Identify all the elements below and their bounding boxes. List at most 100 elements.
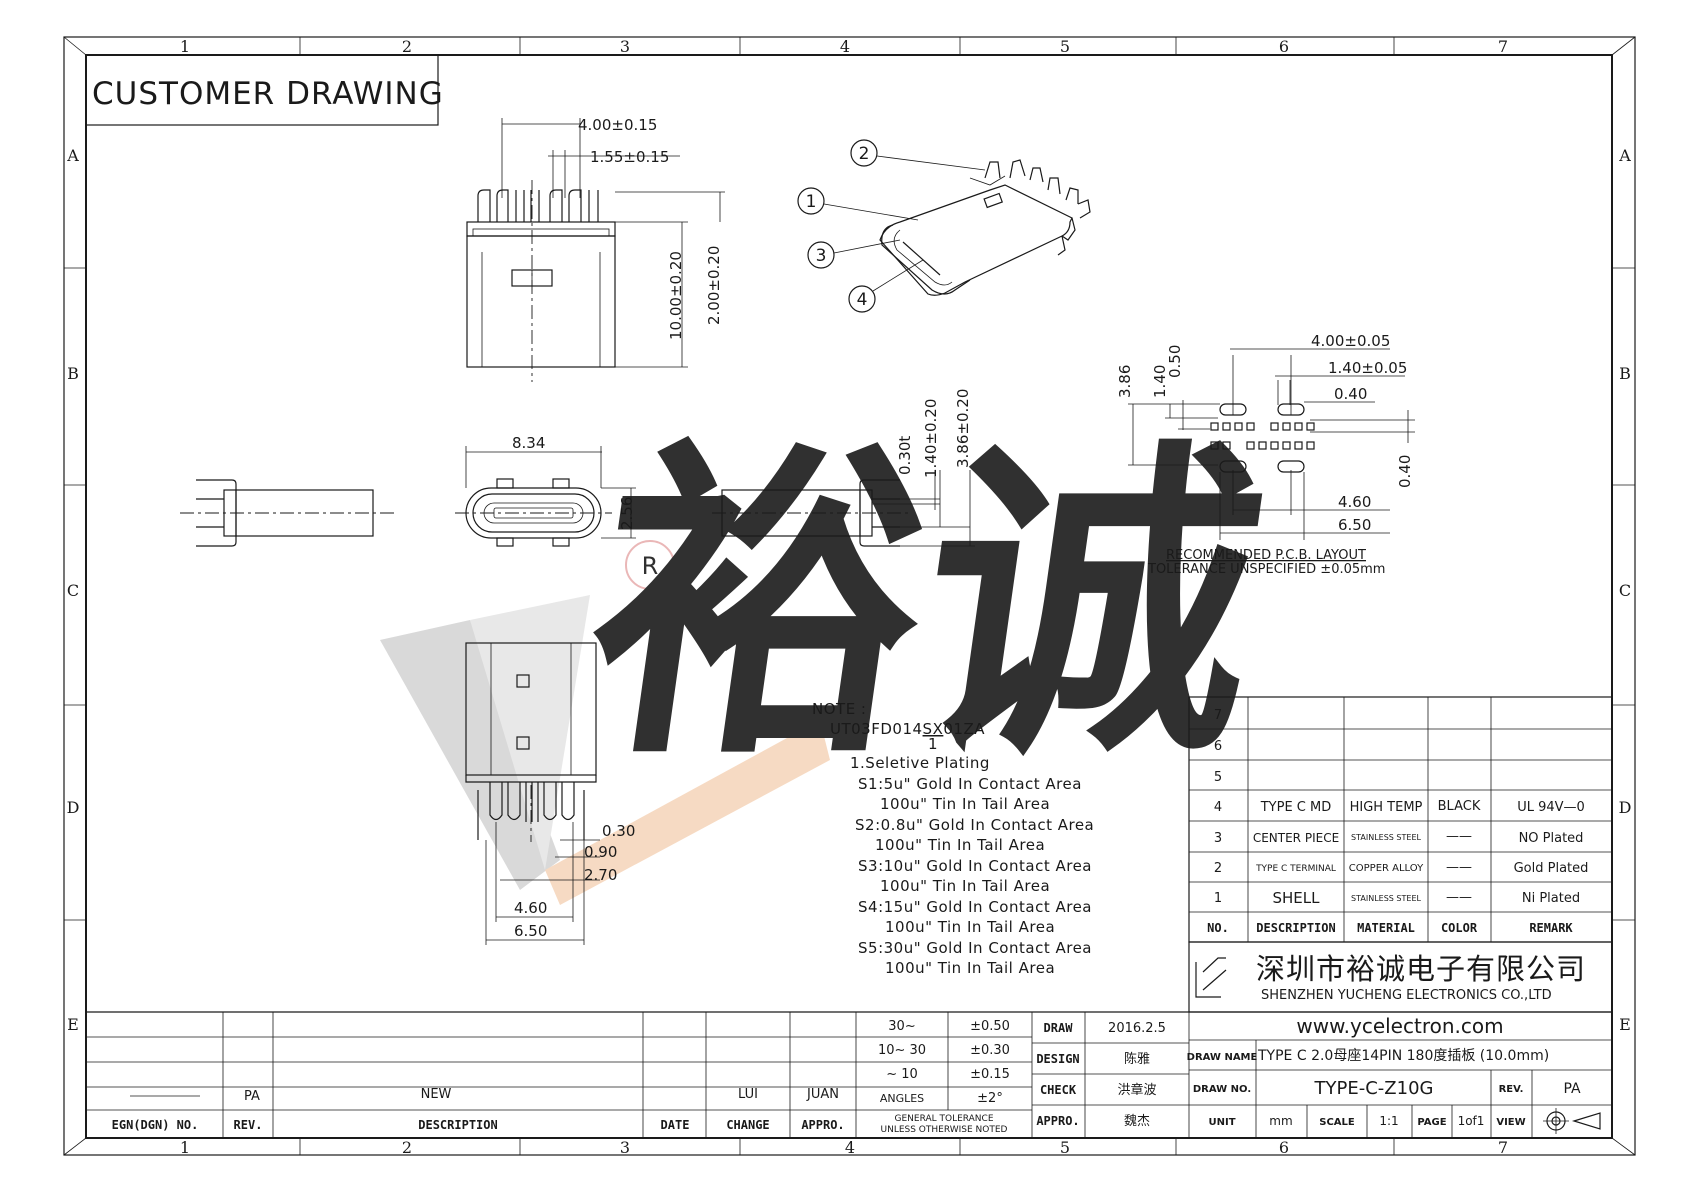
watermark-logo-orange [545,720,830,905]
zone-col-3-top: 3 [620,37,630,56]
watermark-registered-mark [625,540,675,590]
note-line-1: 1.Seletive Plating [850,754,990,772]
watermark-registered-letter: R [642,552,659,580]
zone-row-b-left: B [67,364,79,383]
rev-header-description: DESCRIPTION [418,1118,497,1132]
dim-side-140: 1.40±0.20 [922,399,940,478]
bom-row-2-no: 2 [1214,861,1222,876]
zone-row-b-right: B [1619,364,1631,383]
rev-header-rev: REV. [234,1118,263,1132]
dim-top-pitch: 1.55±0.15 [590,148,669,166]
tol-range-2: 10~ 30 [878,1043,926,1058]
bom-row-4-color: BLACK [1438,799,1481,814]
sign-draw-label: DRAW [1044,1021,1074,1035]
rev-header-change: CHANGE [726,1118,769,1132]
sign-design-value: 陈雅 [1124,1051,1150,1067]
draw-name-label: DRAW NAME [1187,1052,1258,1063]
sign-check-label: CHECK [1040,1083,1077,1097]
note-index: 1 [928,735,938,753]
frame [63,36,1636,1156]
unit-value: mm [1269,1114,1292,1128]
zone-col-3-bottom: 3 [620,1138,630,1157]
bom-row-4-desc: TYPE C MD [1260,800,1332,815]
note-line-10: S5:30u" Gold In Contact Area [858,939,1092,957]
top-view: 4.00±0.15 1.55±0.15 10.00±0.20 2.00±0.20 [466,116,725,382]
callout-3: 3 [816,246,827,266]
zone-row-c-left: C [67,581,79,600]
pcb-dim-400: 4.00±0.05 [1311,332,1390,350]
sign-appro-value: 魏杰 [1124,1114,1150,1129]
dim-bottom-460: 4.60 [514,899,547,917]
bom-row-3-mat: STAINLESS STEEL [1351,833,1421,842]
isometric-view: 2 1 3 4 [797,139,1091,313]
zone-col-2-top: 2 [402,37,412,56]
zone-row-c-right: C [1619,581,1631,600]
pcb-dim-050: 0.50 [1166,345,1184,378]
note-part-mid: SX [923,720,944,738]
callout-4: 4 [857,290,868,310]
sign-appro-label: APPRO. [1036,1114,1079,1128]
bom-header-no: NO. [1207,921,1229,935]
dim-bottom-090: 0.90 [584,843,617,861]
note-part-number: UT03FD014SX01ZA [830,720,985,738]
bom-row-7-no: 7 [1214,708,1222,723]
drawing-title: CUSTOMER DRAWING [92,76,444,112]
tol-range-angles: ANGLES [880,1092,924,1105]
draw-no-label: DRAW NO. [1193,1084,1251,1095]
bom-row-3-desc: CENTER PIECE [1253,831,1339,845]
watermark-logo-gray [380,620,560,890]
rev-row-rev: PA [244,1089,260,1104]
sign-draw-value: 2016.2.5 [1108,1021,1166,1036]
pcb-dim-040: 0.40 [1334,385,1367,403]
note-line-6: S3:10u" Gold In Contact Area [858,857,1092,875]
note-line-4: S2:0.8u" Gold In Contact Area [855,816,1094,834]
dim-bottom-650: 6.50 [514,922,547,940]
bom-row-1-remark: Ni Plated [1522,891,1580,906]
bom-table: 7 6 5 4 TYPE C MD HIGH TEMP BLACK UL 94V… [1188,696,1613,943]
rev-value: PA [1563,1081,1581,1097]
pcb-caption: RECOMMENDED P.C.B. LAYOUT [1166,548,1366,563]
zone-col-5-top: 5 [1060,37,1070,56]
bom-row-6-no: 6 [1214,739,1222,754]
dim-bottom-270: 2.70 [584,866,617,884]
dim-top-height: 10.00±0.20 [667,251,685,340]
bom-row-3-remark: NO Plated [1519,831,1584,846]
right-side-view: 0.30t 1.40±0.20 3.86±0.20 [712,389,975,547]
zone-row-e-left: E [67,1015,79,1034]
note-line-8: S4:15u" Gold In Contact Area [858,898,1092,916]
watermark-logo-light [470,595,590,870]
draw-name-value: TYPE C 2.0母座14PIN 180度插板 (10.0mm) [1257,1048,1549,1064]
bom-row-5-no: 5 [1214,770,1222,785]
dim-front-width: 8.34 [512,434,545,452]
zone-col-2-bottom: 2 [402,1138,412,1157]
rev-row-description: NEW [421,1087,452,1102]
bom-row-2-desc: TYPE C TERMINAL [1255,864,1336,874]
rev-header-egn: EGN(DGN) NO. [112,1118,199,1132]
watermark: R 裕诚 [380,415,1282,905]
bom-row-3-color: —— [1446,829,1472,844]
scale-value: 1:1 [1379,1114,1398,1128]
company-name-cn: 深圳市裕诚电子有限公司 [1256,952,1586,986]
pcb-dim-386: 3.86 [1116,365,1134,398]
pcb-dim-140v: 1.40 [1151,365,1169,398]
company-website: www.ycelectron.com [1296,1014,1503,1038]
watermark-brand: 裕诚 [568,415,1282,799]
pcb-tolerance: TOLERANCE UNSPECIFIED ±0.05mm [1147,562,1385,577]
zone-row-d-right: D [1619,798,1632,817]
note-header: NOTE : [812,700,867,718]
pcb-dim-460: 4.60 [1338,493,1371,511]
bom-row-2-remark: Gold Plated [1514,861,1589,876]
tol-value-3: ±0.15 [970,1067,1010,1082]
title-block: PA NEW LUI JUAN EGN(DGN) NO. REV. DESCRI… [86,1011,1612,1138]
notes: NOTE : UT03FD014SX01ZA 1 1.Seletive Plat… [812,700,1094,977]
tol-value-1: ±0.50 [970,1019,1010,1034]
note-line-3: 100u" Tin In Tail Area [880,795,1050,813]
bom-row-2-mat: COPPER ALLOY [1349,863,1424,874]
bottom-view: 0.30 0.90 2.70 4.60 6.50 [465,642,635,945]
zone-col-6-top: 6 [1279,37,1289,56]
note-part-suffix: 01ZA [943,720,985,738]
page-value: 1of1 [1458,1114,1485,1128]
callout-1: 1 [806,192,817,212]
note-line-9: 100u" Tin In Tail Area [885,918,1055,936]
note-line-11: 100u" Tin In Tail Area [885,959,1055,977]
